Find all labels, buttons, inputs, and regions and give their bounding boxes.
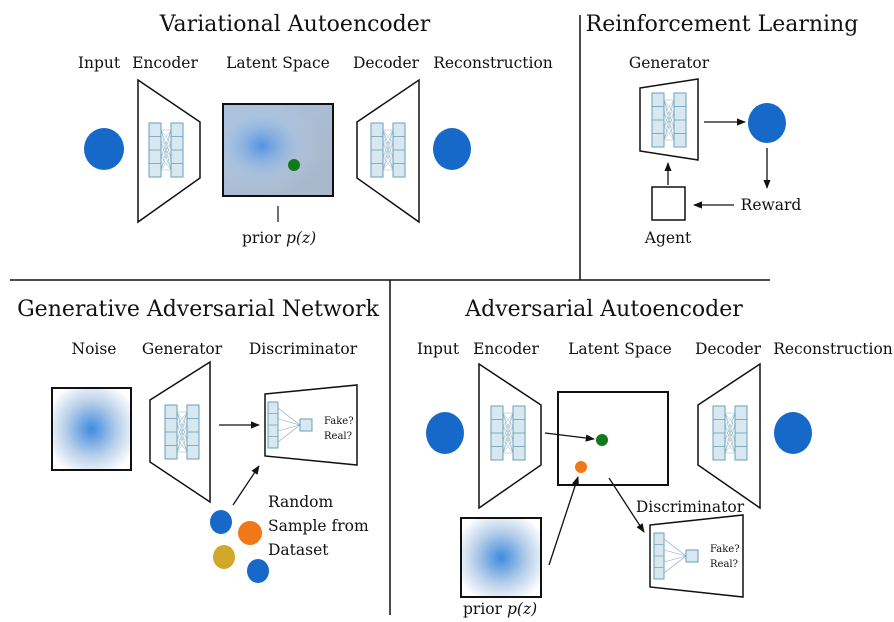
vae-panel: Variational Autoencoder Input Encoder La…: [78, 12, 553, 247]
gan-generator-trapezoid: [149, 360, 211, 504]
rl-label-reward: Reward: [741, 196, 802, 214]
rl-agent-box: [651, 186, 686, 221]
gan-label-noise: Noise: [72, 340, 117, 358]
aae-label-discriminator: Discriminator: [636, 498, 745, 516]
gan-label-generator: Generator: [142, 340, 223, 358]
gan-title: Generative Adversarial Network: [17, 297, 379, 322]
aae-label-input: Input: [417, 340, 460, 358]
aae-prior-sample-point: [575, 461, 587, 473]
aae-latent-point: [596, 434, 608, 446]
rl-output-circle: [748, 103, 786, 143]
rl-label-agent: Agent: [644, 229, 692, 247]
gan-label-real: Real?: [324, 431, 352, 442]
gan-sample-dot-blue-1: [210, 510, 232, 534]
aae-label-decoder: Decoder: [695, 340, 762, 358]
aae-label-real: Real?: [710, 559, 738, 570]
gan-sample-to-discriminator-arrow: [232, 465, 260, 506]
aae-title: Adversarial Autoencoder: [464, 297, 743, 322]
gan-label-fake: Fake?: [324, 416, 354, 427]
vae-label-input: Input: [78, 54, 121, 72]
aae-reconstruction-circle: [774, 412, 812, 454]
gan-noise-box: [51, 387, 132, 471]
vae-input-circle: [84, 128, 124, 170]
vae-latent-glow: [224, 105, 332, 195]
vae-title: Variational Autoencoder: [159, 12, 431, 37]
aae-input-circle: [426, 412, 464, 454]
gan-label-discriminator: Discriminator: [249, 340, 358, 358]
vae-label-decoder: Decoder: [353, 54, 420, 72]
gan-label-random: Random: [268, 493, 334, 511]
gan-label-dataset: Dataset: [268, 541, 329, 559]
aae-latent-box: [557, 391, 669, 486]
vae-label-encoder: Encoder: [132, 54, 198, 72]
rl-panel: Reinforcement Learning Generator Reward …: [586, 12, 859, 247]
aae-label-reconstruction: Reconstruction: [773, 340, 893, 358]
gan-sample-dot-blue-2: [247, 559, 269, 583]
aae-label-fake: Fake?: [710, 544, 740, 555]
vae-latent-point: [288, 159, 300, 171]
gan-panel: Generative Adversarial Network Noise Gen…: [17, 297, 380, 583]
rl-label-generator: Generator: [629, 54, 710, 72]
vae-label-latent: Latent Space: [226, 54, 330, 72]
aae-label-latent: Latent Space: [568, 340, 672, 358]
aae-encoder-to-latent-arrow: [544, 432, 595, 442]
gan-sample-dot-gold: [213, 545, 235, 569]
aae-prior-to-latent-arrow: [548, 476, 579, 566]
gan-label-sample-from: Sample from: [268, 517, 369, 535]
aae-latent-to-discriminator-arrow: [608, 477, 645, 533]
rl-title: Reinforcement Learning: [586, 12, 859, 37]
aae-panel: Adversarial Autoencoder Input Encoder La…: [417, 297, 893, 618]
aae-prior-label: prior p(z): [463, 600, 537, 618]
vae-reconstruction-circle: [433, 128, 471, 170]
vae-prior-label: prior p(z): [242, 229, 316, 247]
aae-label-encoder: Encoder: [473, 340, 539, 358]
aae-prior-box: [460, 517, 542, 598]
gan-sample-dot-orange: [238, 521, 262, 545]
vae-label-reconstruction: Reconstruction: [433, 54, 553, 72]
